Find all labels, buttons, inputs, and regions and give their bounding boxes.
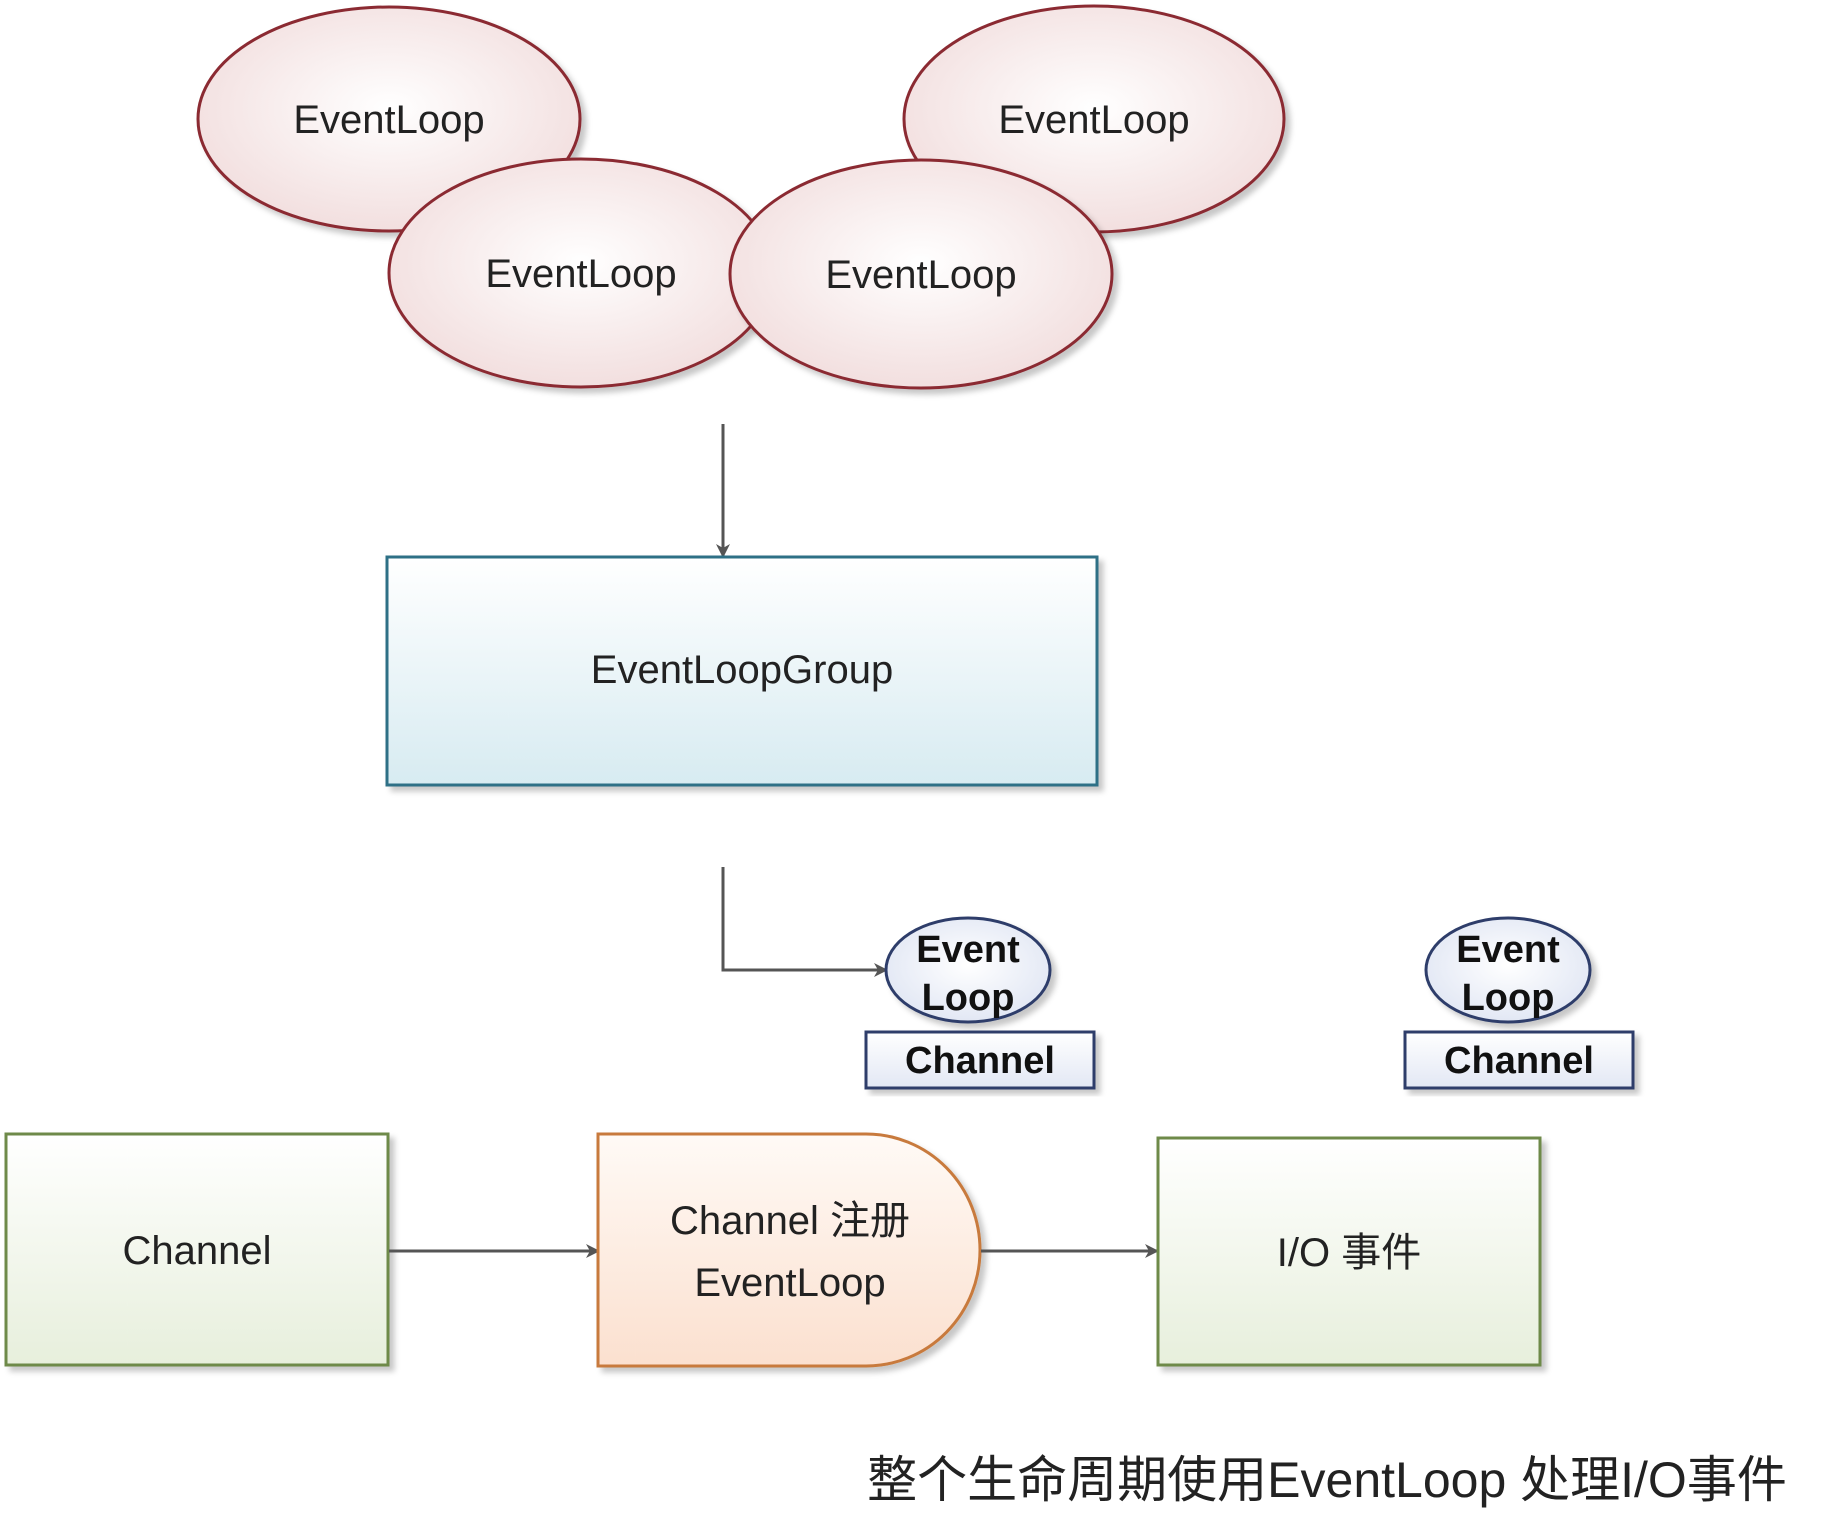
channel-register-label-line1: Channel 注册	[670, 1199, 910, 1243]
event-loop-ellipse-3: EventLoop	[387, 157, 775, 389]
channel-register-label-line2: EventLoop	[694, 1261, 885, 1305]
small-event-loop-label-line1: Event	[916, 929, 1020, 971]
event-loop-group-box: EventLoopGroup	[385, 555, 1099, 787]
event-loop-label: EventLoop	[485, 252, 676, 296]
small-event-loop-label-line2: Loop	[922, 977, 1015, 1019]
io-event-label: I/O 事件	[1277, 1231, 1421, 1275]
small-channel-box	[864, 1030, 1096, 1090]
small-event-loop-label-line1: Event	[1456, 929, 1560, 971]
event-loop-label: EventLoop	[998, 98, 1189, 142]
small-channel-label: Channel	[905, 1040, 1055, 1082]
channel-box: Channel	[4, 1132, 390, 1367]
small-channel-label: Channel	[1444, 1040, 1594, 1082]
event-loop-ellipse-4: EventLoop	[728, 158, 1114, 390]
event-loop-label: EventLoop	[825, 253, 1016, 297]
small-event-loop-label-line2: Loop	[1462, 977, 1555, 1019]
small-event-loop-ellipse	[884, 916, 1052, 1024]
arrow-group-to-event-loop	[721, 867, 888, 977]
event-loop-group-label: EventLoopGroup	[591, 648, 893, 692]
diagram-caption: 整个生命周期使用EventLoop 处理I/O事件	[867, 1452, 1787, 1508]
channel-label: Channel	[122, 1229, 271, 1273]
event-loop-label: EventLoop	[293, 98, 484, 142]
io-event-box: I/O 事件	[1156, 1136, 1542, 1367]
small-event-loop-ellipse	[1424, 916, 1592, 1024]
small-channel-box	[1403, 1030, 1635, 1090]
event-loop-channel-pair-1: Event Loop Channel	[864, 916, 1096, 1090]
event-loop-channel-pair-2: Event Loop Channel	[1403, 916, 1635, 1090]
channel-register-shape: Channel 注册 EventLoop	[596, 1132, 982, 1368]
